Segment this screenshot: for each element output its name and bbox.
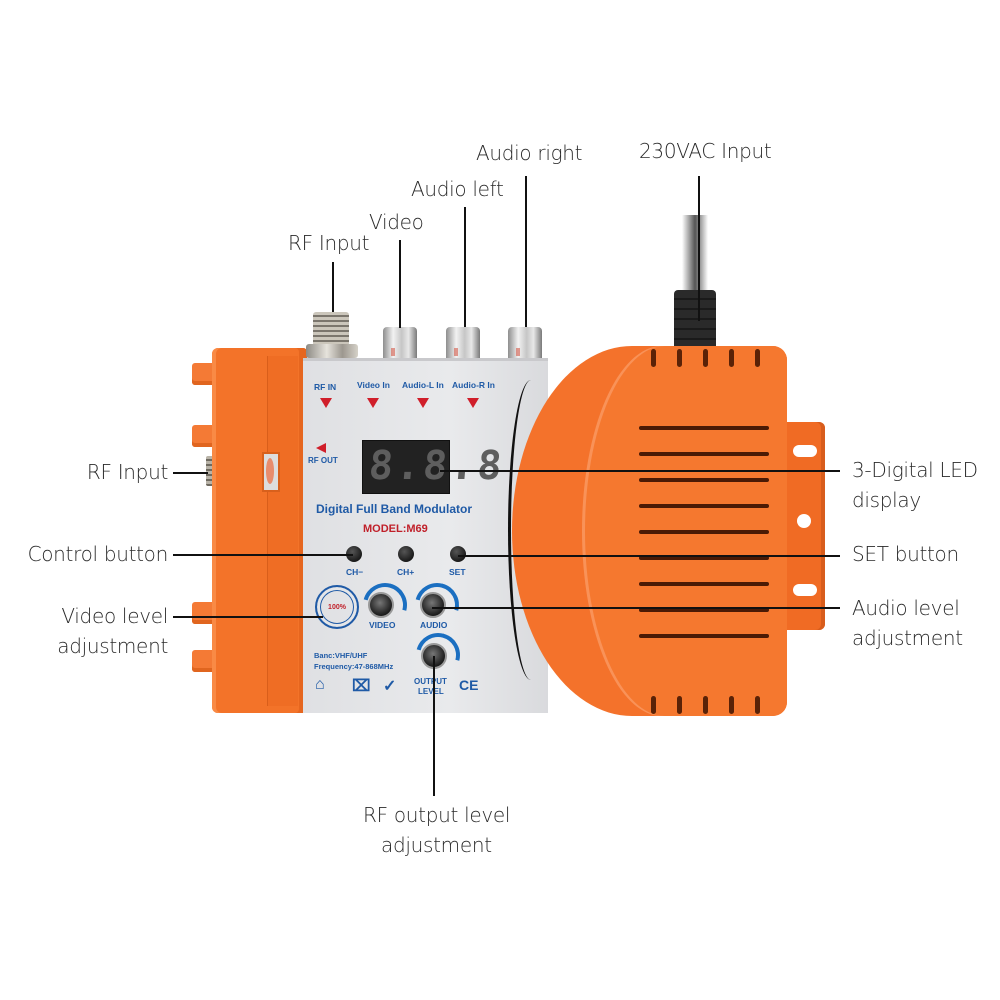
mount-tab bbox=[192, 425, 218, 447]
vent-slot bbox=[639, 608, 769, 612]
leader-control-button bbox=[173, 554, 353, 556]
callout-set-button: SET button bbox=[852, 542, 959, 566]
vent-slot bbox=[639, 452, 769, 456]
frequency-label: Frequency:47-868MHz bbox=[314, 662, 394, 671]
model-label: MODEL:M69 bbox=[363, 523, 428, 535]
set-button[interactable] bbox=[450, 546, 466, 562]
vent-slot bbox=[639, 634, 769, 638]
level-label: LEVEL bbox=[418, 687, 444, 696]
ch-minus-button[interactable] bbox=[346, 546, 362, 562]
callout-ac-input: 230VAC Input bbox=[639, 139, 772, 163]
leader-rf-input-side bbox=[173, 472, 208, 474]
connector-nut bbox=[306, 344, 358, 358]
vent-notch bbox=[755, 349, 760, 367]
video-in-label: Video In bbox=[357, 380, 390, 390]
audio-l-in-label: Audio-L In bbox=[402, 380, 444, 390]
vent-notch bbox=[755, 696, 760, 714]
product-name: Digital Full Band Modulator bbox=[316, 502, 472, 516]
arrow-left-icon bbox=[316, 443, 326, 453]
indoor-use-icon: ⌂ bbox=[315, 676, 325, 693]
callout-led-display-2: display bbox=[852, 488, 921, 512]
arrow-down-icon bbox=[320, 398, 332, 408]
leader-rf-input-top bbox=[332, 262, 334, 312]
leader-audio-level bbox=[432, 607, 840, 609]
leader-rf-output-level bbox=[433, 656, 435, 796]
vent-slot bbox=[639, 478, 769, 482]
vent-notch bbox=[729, 696, 734, 714]
led-value: 8.8.8 bbox=[366, 443, 507, 489]
arrow-down-icon bbox=[367, 398, 379, 408]
leader-audio-right bbox=[525, 176, 527, 327]
callout-rf-input-side: RF Input bbox=[86, 460, 168, 484]
band-label: Banc:VHF/UHF bbox=[314, 651, 368, 660]
vent-notch bbox=[677, 349, 682, 367]
audio-right-rca-jack bbox=[508, 327, 542, 358]
side-slot bbox=[262, 452, 280, 492]
mount-tab bbox=[192, 650, 218, 672]
callout-led-display-1: 3-Digital LED bbox=[852, 458, 978, 482]
callout-rf-input-top: RF Input bbox=[288, 231, 370, 255]
audio-left-rca-jack bbox=[446, 327, 480, 358]
ch-plus-button[interactable] bbox=[398, 546, 414, 562]
vent-notch bbox=[703, 349, 708, 367]
vent-slot bbox=[639, 530, 769, 534]
vent-slot bbox=[639, 504, 769, 508]
callout-rf-output-1: RF output level bbox=[363, 803, 511, 827]
mounting-bracket bbox=[785, 422, 825, 630]
callout-audio-right: Audio right bbox=[476, 141, 583, 165]
callout-video: Video bbox=[369, 210, 424, 234]
callout-rf-output-2: adjustment bbox=[381, 833, 492, 857]
video-knob-label: VIDEO bbox=[369, 620, 396, 630]
cover-edge bbox=[508, 380, 531, 680]
vent-notch bbox=[677, 696, 682, 714]
leader-set-button bbox=[458, 555, 840, 557]
callout-video-level-2: adjustment bbox=[57, 634, 168, 658]
callout-audio-left: Audio left bbox=[411, 177, 504, 201]
vent-notch bbox=[651, 696, 656, 714]
leader-audio-left bbox=[464, 207, 466, 327]
vent-notch bbox=[703, 696, 708, 714]
rf-out-label: RF OUT bbox=[308, 456, 338, 465]
seal-text: 100% bbox=[328, 603, 346, 611]
rf-input-f-connector bbox=[313, 312, 349, 346]
warranty-seal-icon: 100% bbox=[315, 585, 359, 629]
rf-in-label: RF IN bbox=[314, 382, 337, 392]
compliance-check-icon: ✓ bbox=[383, 678, 397, 695]
vent-notch bbox=[729, 349, 734, 367]
mount-tab bbox=[192, 602, 218, 624]
weee-bin-icon: ⌧ bbox=[352, 678, 371, 695]
power-cable bbox=[682, 215, 708, 293]
audio-knob-label: AUDIO bbox=[420, 620, 448, 630]
leader-ac-input bbox=[698, 176, 700, 321]
led-display: 8.8.8 bbox=[362, 440, 506, 494]
vent-slot bbox=[639, 582, 769, 586]
vent-notch bbox=[651, 349, 656, 367]
callout-audio-level-1: Audio level bbox=[852, 596, 960, 620]
leader-led-display bbox=[440, 470, 840, 472]
arrow-down-icon bbox=[467, 398, 479, 408]
set-label: SET bbox=[449, 567, 466, 577]
mount-tab bbox=[192, 363, 218, 385]
callout-control-button: Control button bbox=[27, 542, 169, 566]
ch-minus-label: CH− bbox=[346, 567, 364, 577]
ch-plus-label: CH+ bbox=[397, 567, 415, 577]
ce-mark-icon: CE bbox=[459, 677, 479, 693]
audio-level-knob[interactable] bbox=[420, 592, 446, 618]
callout-video-level-1: Video level bbox=[61, 604, 168, 628]
vent-slot bbox=[639, 556, 769, 560]
leader-video-level bbox=[173, 616, 323, 618]
video-level-knob[interactable] bbox=[368, 592, 394, 618]
output-label: OUTPUT bbox=[414, 677, 447, 686]
left-end-cap bbox=[212, 348, 307, 713]
power-plug bbox=[674, 290, 716, 348]
video-rca-jack bbox=[383, 327, 417, 358]
audio-r-in-label: Audio-R In bbox=[452, 380, 495, 390]
callout-audio-level-2: adjustment bbox=[852, 626, 963, 650]
leader-video bbox=[399, 240, 401, 328]
arrow-down-icon bbox=[417, 398, 429, 408]
vent-slot bbox=[639, 426, 769, 430]
